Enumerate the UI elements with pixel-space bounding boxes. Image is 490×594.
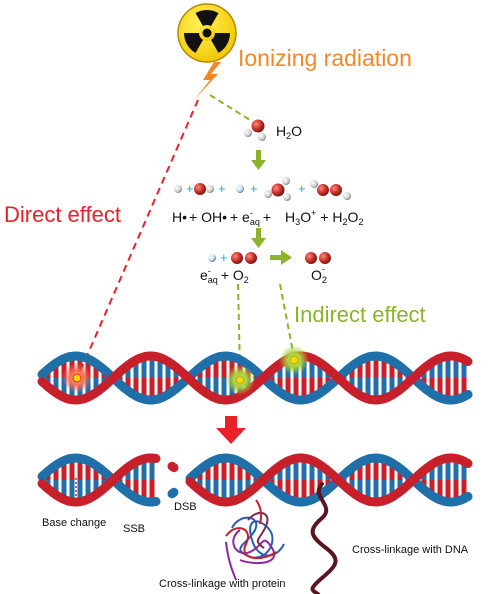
ssb-label: SSB: [123, 523, 145, 535]
protein-crosslink-icon: [225, 499, 285, 581]
svg-text:+: +: [220, 250, 228, 265]
dna-double-helix: [37, 351, 473, 405]
dna-crosslink-strand: [310, 482, 338, 594]
svg-text:+: +: [186, 181, 194, 196]
svg-text:+: +: [218, 181, 226, 196]
radiation-to-water-path: [209, 94, 251, 121]
superoxide-product: O2-: [311, 264, 327, 285]
arrow-right-icon: [270, 250, 292, 265]
direct-effect-path: [79, 99, 199, 373]
dna-strand: [185, 453, 473, 507]
direct-effect-label: Direct effect: [4, 202, 121, 227]
radiation-symbol-icon: [177, 3, 237, 63]
superoxide-molecules: +: [208, 250, 331, 265]
crosslink-protein-label: Cross-linkage with protein: [159, 578, 286, 590]
damage-burst-icon: [62, 363, 92, 393]
base-change-label: Base change: [42, 517, 106, 529]
ionizing-radiation-label: Ionizing radiation: [238, 45, 412, 71]
dna-strand: [37, 453, 161, 507]
damage-burst-icon: [225, 365, 255, 395]
dna-strand: [167, 461, 179, 473]
dna-strand: [37, 351, 473, 405]
dsb-label: DSB: [174, 501, 197, 513]
crosslink-dna-label: Cross-linkage with DNA: [352, 544, 469, 556]
radiolysis-molecules: + + + +: [174, 177, 351, 201]
dna-strand: [167, 487, 179, 499]
big-arrow-down-icon: [216, 416, 246, 444]
indirect-effect-path: [279, 283, 294, 353]
arrow-down-icon: [251, 228, 266, 248]
water-formula: H2O: [276, 123, 302, 141]
damaged-dna-helix: [37, 453, 473, 507]
radicals-equation: H•+ OH•+ e-aq+H3O++ H2O2: [172, 208, 363, 227]
damage-burst-icon: [279, 345, 309, 375]
indirect-effect-label: Indirect effect: [294, 302, 426, 327]
svg-text:+: +: [298, 181, 306, 196]
dna-strand: [185, 453, 473, 507]
lightning-bolt-icon: [194, 62, 221, 100]
dna-strand: [37, 453, 161, 507]
arrow-down-icon: [251, 150, 266, 170]
water-molecule-icon: [244, 119, 266, 141]
superoxide-equation: e-aq+ O2: [200, 266, 249, 285]
svg-text:+: +: [250, 181, 258, 196]
